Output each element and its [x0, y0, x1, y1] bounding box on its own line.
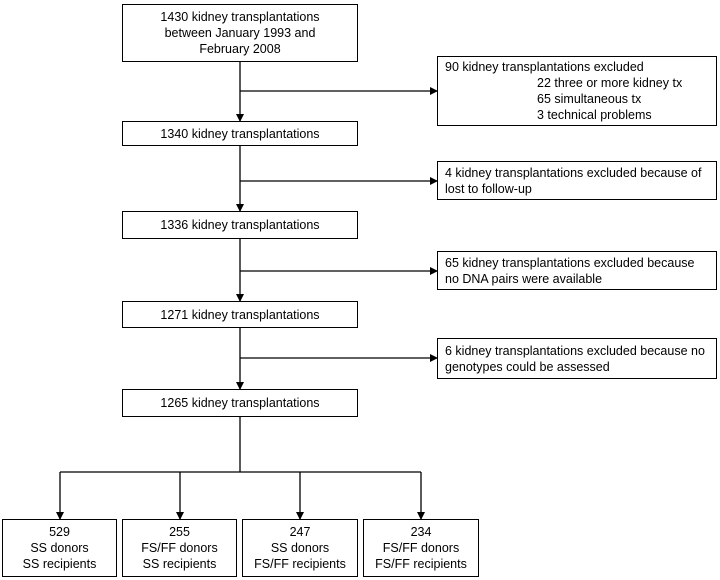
exclusion-4-line-1: 6 kidney transplantations excluded becau… — [445, 343, 705, 358]
step-2-label: 1336 kidney transplantations — [160, 218, 320, 232]
step-box-3: 1271 kidney transplantations — [122, 301, 358, 328]
group-4-donors: FS/FF donors — [382, 541, 460, 555]
group-box-1: 529 SS donors SS recipients — [2, 519, 117, 577]
group-4-count: 234 — [410, 525, 432, 539]
group-3-donors: SS donors — [270, 541, 330, 555]
group-3-recipients: FS/FF recipients — [254, 557, 346, 571]
step-1-label: 1340 kidney transplantations — [160, 126, 320, 141]
step-3-label: 1271 kidney transplantations — [160, 307, 320, 322]
group-1-donors: SS donors — [30, 541, 89, 555]
group-1-recipients: SS recipients — [22, 557, 97, 571]
exclusion-box-2: 4 kidney transplantations excluded becau… — [437, 161, 717, 200]
exclusion-1-item-3: 3 technical problems — [537, 108, 652, 122]
exclusion-box-1: 90 kidney transplantations excluded 22 t… — [437, 56, 717, 126]
exclusion-2-line-2: lost to follow-up — [445, 181, 532, 196]
step-box-2: 1336 kidney transplantations — [122, 211, 358, 239]
step-box-1: 1340 kidney transplantations — [122, 121, 358, 146]
start-box: 1430 kidney transplantations between Jan… — [122, 4, 358, 62]
exclusion-1-item-1: 22 three or more kidney tx — [537, 76, 683, 90]
group-3-count: 247 — [289, 525, 311, 539]
exclusion-box-3: 65 kidney transplantations excluded beca… — [437, 251, 717, 290]
exclusion-3-line-2: no DNA pairs were available — [445, 271, 603, 286]
group-1-count: 529 — [49, 525, 70, 539]
group-4-recipients: FS/FF recipients — [375, 557, 467, 571]
exclusion-1-item-2: 65 simultaneous tx — [537, 92, 642, 106]
start-line-2: between January 1993 and — [164, 26, 316, 40]
start-line-3: February 2008 — [199, 42, 281, 56]
exclusion-2-line-1: 4 kidney transplantations excluded becau… — [445, 165, 702, 180]
group-2-recipients: SS recipients — [142, 557, 217, 571]
step-4-label: 1265 kidney transplantations — [160, 396, 320, 410]
start-line-1: 1430 kidney transplantations — [160, 10, 320, 24]
exclusion-box-4: 6 kidney transplantations excluded becau… — [437, 338, 717, 379]
group-box-3: 247 SS donors FS/FF recipients — [242, 519, 358, 577]
group-2-count: 255 — [169, 525, 190, 539]
exclusion-3-line-1: 65 kidney transplantations excluded beca… — [445, 255, 695, 270]
group-box-4: 234 FS/FF donors FS/FF recipients — [363, 519, 479, 577]
exclusion-4-line-2: genotypes could be assessed — [445, 359, 610, 374]
step-box-4: 1265 kidney transplantations — [122, 389, 358, 417]
exclusion-1-title: 90 kidney transplantations excluded — [445, 60, 644, 74]
group-2-donors: FS/FF donors — [141, 541, 218, 555]
group-box-2: 255 FS/FF donors SS recipients — [122, 519, 237, 577]
